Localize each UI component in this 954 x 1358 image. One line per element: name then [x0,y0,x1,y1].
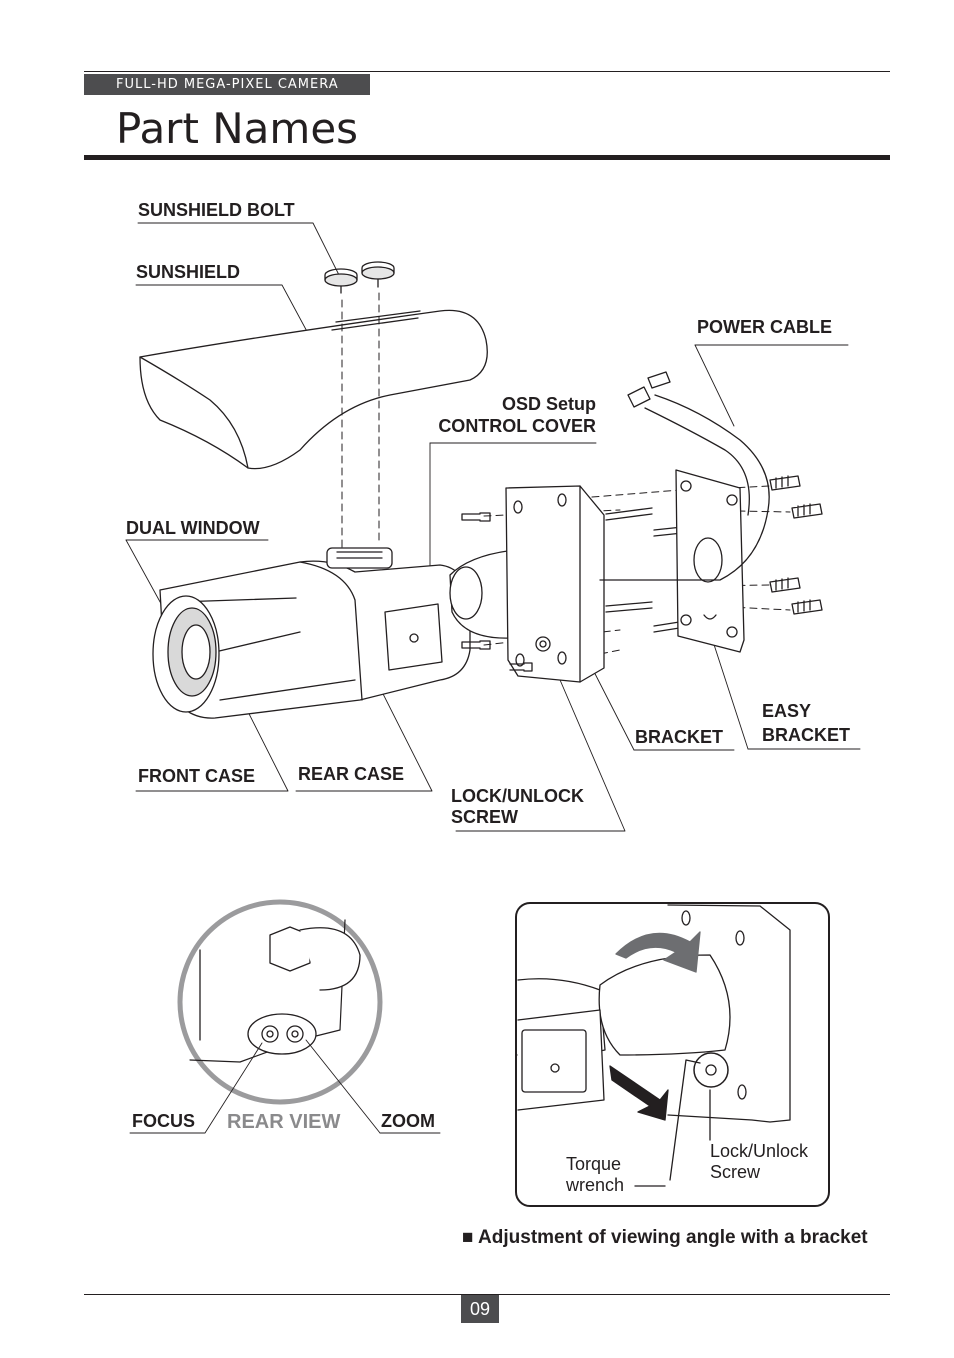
label-torque: Torque [566,1154,622,1174]
label-wrench: wrench [566,1175,625,1195]
label-control-cover: CONTROL COVER [438,416,596,436]
label-front-case: FRONT CASE [138,766,255,786]
bracket-plate [505,485,605,683]
label-screw-small: Screw [710,1162,761,1182]
header-tag: FULL-HD MEGA-PIXEL CAMERA [84,74,370,95]
camera-body [152,547,471,719]
label-osd-setup: OSD Setup [501,394,596,414]
label-dual-window: DUAL WINDOW [126,518,260,538]
title-rule [84,155,890,160]
label-bracket: BRACKET [635,727,723,747]
header-rule [84,71,890,72]
power-cable [599,371,770,581]
wall-anchors [769,475,823,615]
adjustment-panel [515,902,830,1207]
label-rear-view: REAR VIEW [227,1111,341,1133]
label-rear-case: REAR CASE [298,764,405,784]
footer-rule [84,1294,890,1295]
easy-bracket [675,469,745,653]
label-lock-screw: SCREW [451,807,518,827]
rear-view-circle [177,899,383,1105]
label-lock-unlock-small: Lock/Unlock [710,1141,809,1161]
sunshield-bolts [324,261,395,294]
page-number: 09 [461,1295,499,1323]
label-sunshield-bolt: SUNSHIELD BOLT [138,200,295,220]
label-zoom: ZOOM [381,1111,435,1131]
sunshield [139,309,488,470]
label-lock-unlock: LOCK/UNLOCK [451,786,584,806]
rear-view-leaders [129,1039,441,1134]
label-sunshield: SUNSHIELD [136,262,241,282]
adjustment-caption: ■ Adjustment of viewing angle with a bra… [462,1227,868,1248]
label-focus: FOCUS [132,1111,195,1131]
page-title: Part Names [116,104,359,153]
label-power-cable: POWER CABLE [697,317,832,337]
label-easy: EASY [762,701,812,721]
label-easy-bracket: BRACKET [762,725,850,745]
